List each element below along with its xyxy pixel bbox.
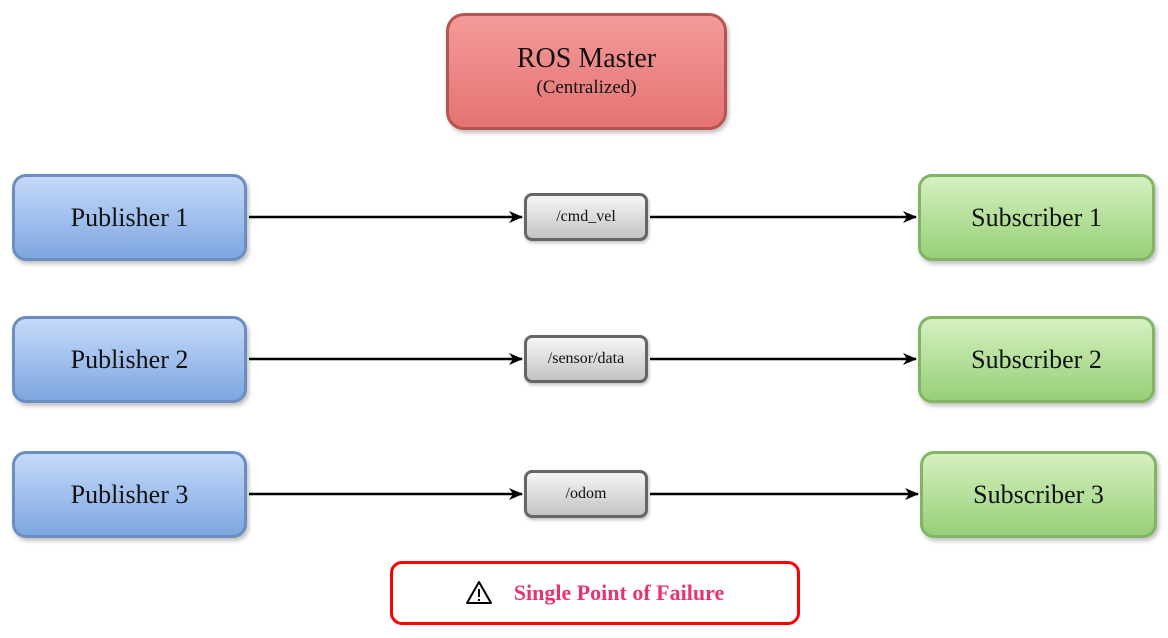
warning-triangle-icon [465,580,492,606]
publisher-node-2: Publisher 2 [12,316,247,403]
single-point-of-failure-callout: Single Point of Failure [390,561,800,625]
topic-node-2: /sensor/data [524,335,648,383]
subscriber-node-1: Subscriber 1 [918,174,1155,261]
ros-master-node: ROS Master (Centralized) [446,13,727,130]
ros-master-subtitle: (Centralized) [536,76,637,98]
subscriber-node-2: Subscriber 2 [918,316,1155,403]
ros-master-title: ROS Master [516,42,657,74]
subscriber-node-3: Subscriber 3 [920,451,1157,538]
failure-label: Single Point of Failure [513,580,725,605]
topic-node-1: /cmd_vel [524,193,648,241]
publisher-node-1: Publisher 1 [12,174,247,261]
topic-node-3: /odom [524,470,648,518]
publisher-node-3: Publisher 3 [12,451,247,538]
